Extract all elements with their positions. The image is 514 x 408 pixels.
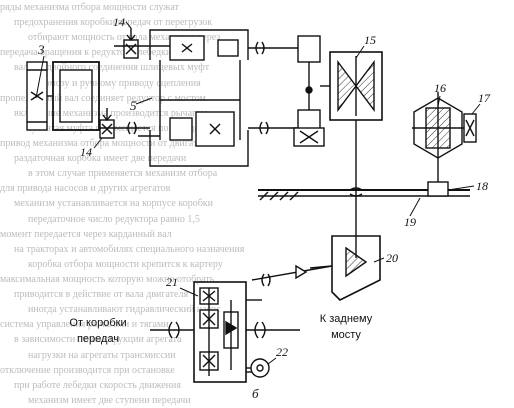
propeller-shaft [251, 265, 333, 281]
bearing-14-upper [123, 28, 139, 59]
label-20: 20 [386, 251, 398, 265]
transfer-box-21 [193, 281, 262, 383]
label-5: 5 [130, 98, 137, 113]
background-text-line: в этом случае применяется механизм отбор… [28, 168, 218, 180]
background-text-line: раздаточная коробка имеет две передачи [14, 153, 187, 165]
background-text-line: система управления рычагами и тягами [0, 319, 169, 331]
label-22: 22 [276, 345, 288, 359]
label-21: 21 [166, 275, 178, 289]
label-3: 3 [37, 42, 45, 57]
background-text-line: механизм устанавливается на корпусе коро… [14, 198, 214, 210]
label-17: 17 [478, 91, 491, 105]
bearing-14-lower [99, 108, 115, 139]
caption-to-axle-line2: мосту [331, 329, 361, 341]
caption-from-box-line2: передач [77, 333, 119, 345]
label-18: 18 [476, 179, 488, 193]
background-text-line: включение механизма производится рычагом [14, 107, 208, 119]
callout-leaders [35, 21, 481, 365]
background-text-line: пропеллерный вал соединяет редуктор с мо… [0, 92, 206, 104]
background-text-line: механизм имеет две ступени передачи [28, 394, 191, 406]
label-16: 16 [434, 81, 446, 95]
transfer-gear-train [293, 35, 325, 147]
background-text-line: валами двойного соединения шлицевых муфт [14, 62, 210, 74]
background-text-line: предохранения коробки передач от перегру… [14, 17, 213, 29]
pump-22 [246, 358, 270, 378]
background-text-line: приводится в действие от вала двигателя [14, 289, 189, 301]
power-take-off-gearbox [149, 29, 249, 167]
background-text-line: максимальная мощность которую можно отоб… [0, 274, 215, 285]
label-15: 15 [364, 33, 376, 47]
background-text-line: привод механизма отбора мощности от двиг… [0, 138, 212, 149]
background-text-line: для привода насосов и других агрегатов [0, 183, 171, 195]
caption-from-box-line1: От коробки [69, 317, 126, 329]
background-text-line: передача вращения к редуктору лебедки [0, 47, 172, 59]
background-text-line: при работе лебедки скорость движения [14, 379, 181, 391]
background-text-line: нагрузки на агрегаты трансмиссии [28, 349, 176, 361]
background-text-line: передаточное число редуктора равно 1,5 [28, 213, 200, 225]
background-text-line: в зависимости от конструкции агрегата [14, 334, 182, 346]
label-14-lower: 14 [80, 145, 92, 159]
background-text-line: на тракторах и автомобилях специального … [14, 243, 245, 255]
background-text-line: отбирают мощность от вала механизма чере… [28, 32, 221, 44]
frame-beam-18-19 [258, 181, 470, 201]
bevel-reducer-15 [320, 51, 383, 236]
label-19: 19 [404, 215, 416, 229]
caption-to-axle-line1: К заднему [320, 313, 373, 325]
background-text-line: ряды механизма отбора мощности служат [0, 2, 179, 13]
label-sub-b: б [252, 386, 259, 401]
background-text-line: коробка отбора мощности крепится к карте… [28, 258, 223, 270]
winch-brake-16 [412, 92, 477, 196]
background-text-line: иногда устанавливают гидравлический насо… [28, 304, 221, 316]
background-text-line: момент передается через карданный вал [0, 228, 172, 240]
background-text-line: к тормозу и ручному приводу сцепления [28, 77, 201, 89]
label-14-upper: 14 [113, 15, 125, 29]
background-text-line: отключение производится при остановке [0, 364, 175, 376]
engine-pulley [26, 61, 100, 131]
